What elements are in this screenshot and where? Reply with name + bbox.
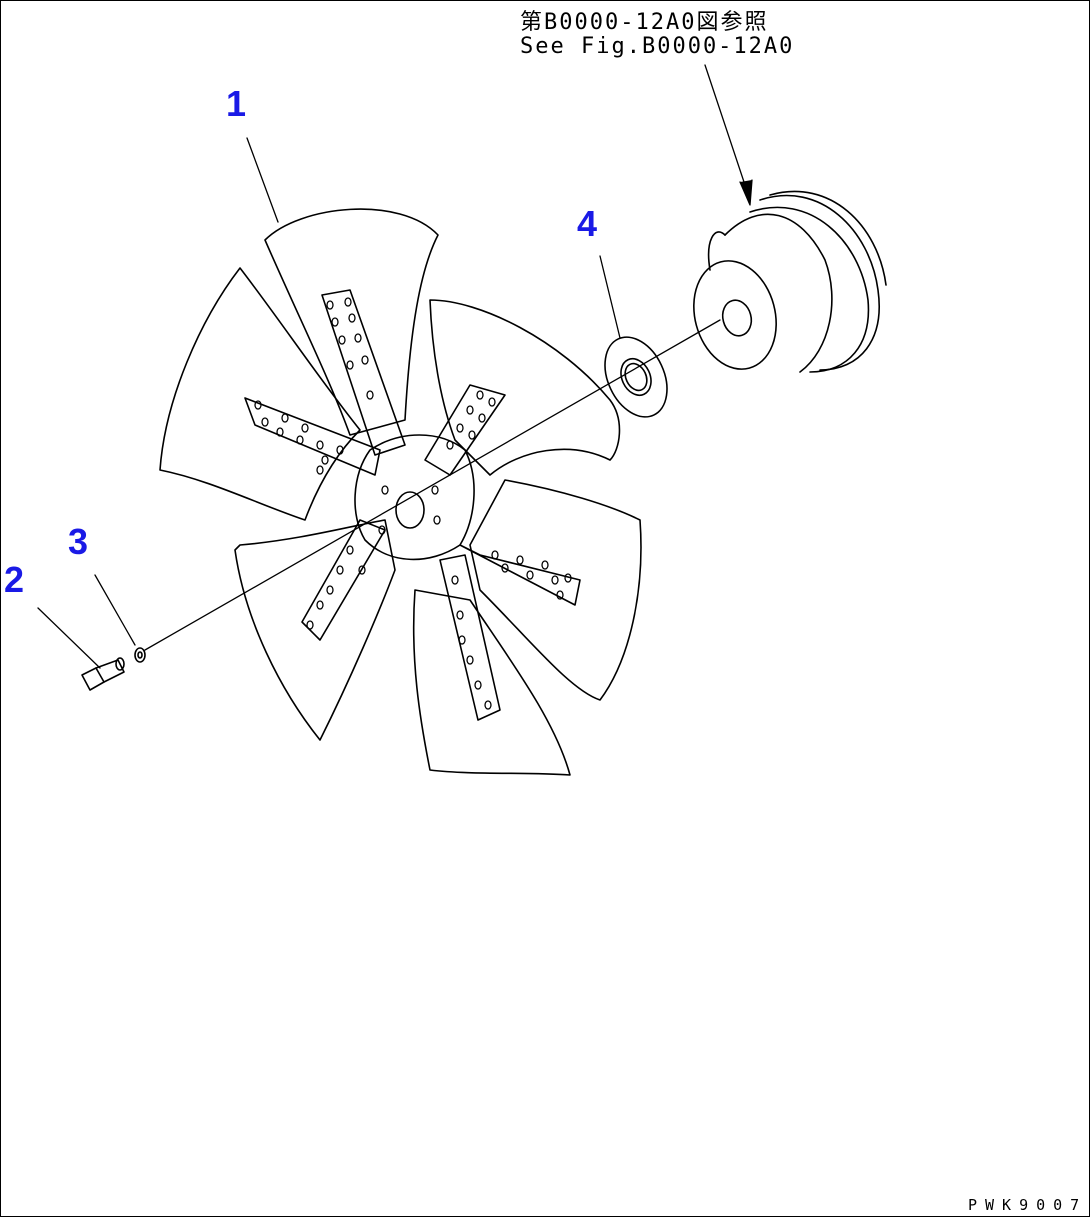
reference-note-jp: 第B0000-12A0図参照 bbox=[520, 10, 769, 35]
spider-hub bbox=[354, 434, 475, 561]
reference-note-en: See Fig.B0000-12A0 bbox=[520, 34, 795, 59]
bolt-holes bbox=[254, 297, 572, 710]
fan-blades bbox=[159, 208, 642, 776]
pulley-face bbox=[693, 260, 777, 370]
pulley-part bbox=[693, 190, 887, 373]
spacer-part bbox=[604, 336, 668, 418]
callout-4: 4 bbox=[577, 203, 598, 244]
drawing-code: PWK9007 bbox=[968, 1196, 1088, 1214]
washer-part bbox=[134, 647, 146, 663]
spider-arm-right bbox=[459, 544, 581, 606]
spacer-bore bbox=[624, 362, 648, 392]
leader-line-2 bbox=[37, 607, 101, 669]
fan-spider bbox=[244, 289, 581, 721]
leader-line-1 bbox=[246, 137, 279, 223]
spider-arm-top bbox=[321, 289, 406, 456]
assembly-axis-line bbox=[144, 319, 721, 651]
spider-arm-lower-left bbox=[301, 519, 386, 641]
callout-1: 1 bbox=[226, 83, 247, 124]
fan-blade-right-lower bbox=[469, 479, 642, 701]
fan-blade-top bbox=[264, 208, 439, 436]
spider-arm-left bbox=[244, 397, 381, 476]
spider-arm-bottom bbox=[439, 554, 501, 721]
leader-line-3 bbox=[94, 574, 136, 646]
callout-2: 2 bbox=[4, 559, 25, 600]
bolt-part bbox=[81, 657, 125, 691]
leader-lines bbox=[37, 64, 753, 669]
spacer-flange bbox=[604, 336, 668, 418]
reference-arrow-line bbox=[704, 64, 751, 201]
reference-arrowhead bbox=[739, 179, 753, 206]
leader-line-4 bbox=[599, 255, 621, 339]
pulley-bore bbox=[721, 299, 753, 337]
fan-blade-left-lower bbox=[234, 519, 396, 741]
fan-blade-bottom bbox=[412, 589, 571, 776]
fan-blade-left-upper bbox=[159, 267, 361, 521]
hub-center-hole bbox=[395, 491, 425, 529]
fan-blade-right-upper bbox=[429, 299, 621, 476]
callout-3: 3 bbox=[68, 521, 89, 562]
